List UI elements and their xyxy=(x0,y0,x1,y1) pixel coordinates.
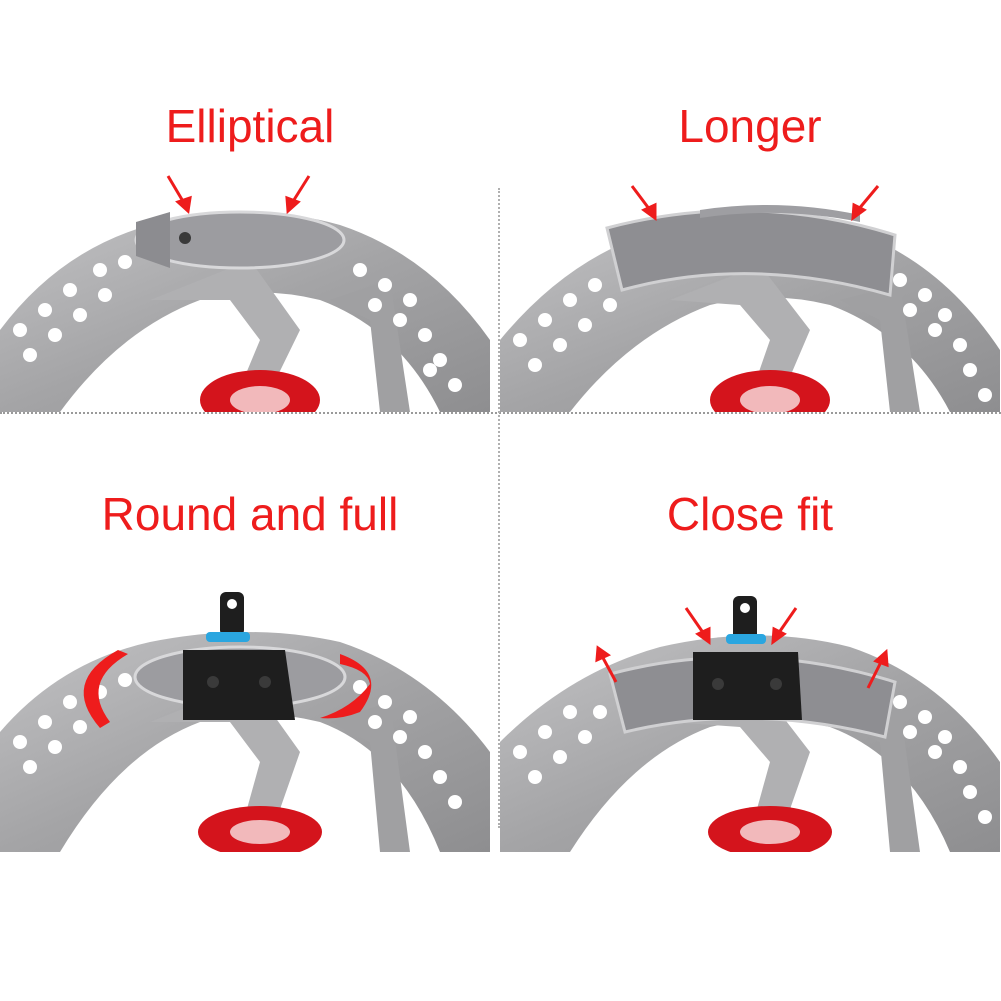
panel-title-elliptical: Elliptical xyxy=(165,100,335,152)
red-arrow-icon xyxy=(595,607,889,689)
red-arrow-icon xyxy=(630,185,880,222)
brake-pad-icon xyxy=(693,596,802,720)
brake-rotor-icon xyxy=(0,175,490,412)
red-arrow-icon xyxy=(166,175,311,215)
brake-rotor-icon xyxy=(500,596,1000,852)
curved-arrow-icon xyxy=(83,650,372,728)
panel-elliptical: Elliptical xyxy=(0,0,500,500)
panel-title-longer: Longer xyxy=(678,100,822,152)
panel-longer: Longer xyxy=(500,0,1000,500)
brake-rotor-icon xyxy=(500,185,1000,412)
panel-round-full: Round and full xyxy=(0,412,500,912)
panel-close-fit: Close fit xyxy=(500,412,1000,912)
panel-title-close-fit: Close fit xyxy=(666,488,834,540)
panel-title-round-full: Round and full xyxy=(101,488,399,540)
brake-rotor-icon xyxy=(0,592,490,852)
vertical-divider xyxy=(498,188,500,828)
brake-pad-icon xyxy=(183,592,295,720)
horizontal-divider xyxy=(0,412,1001,414)
